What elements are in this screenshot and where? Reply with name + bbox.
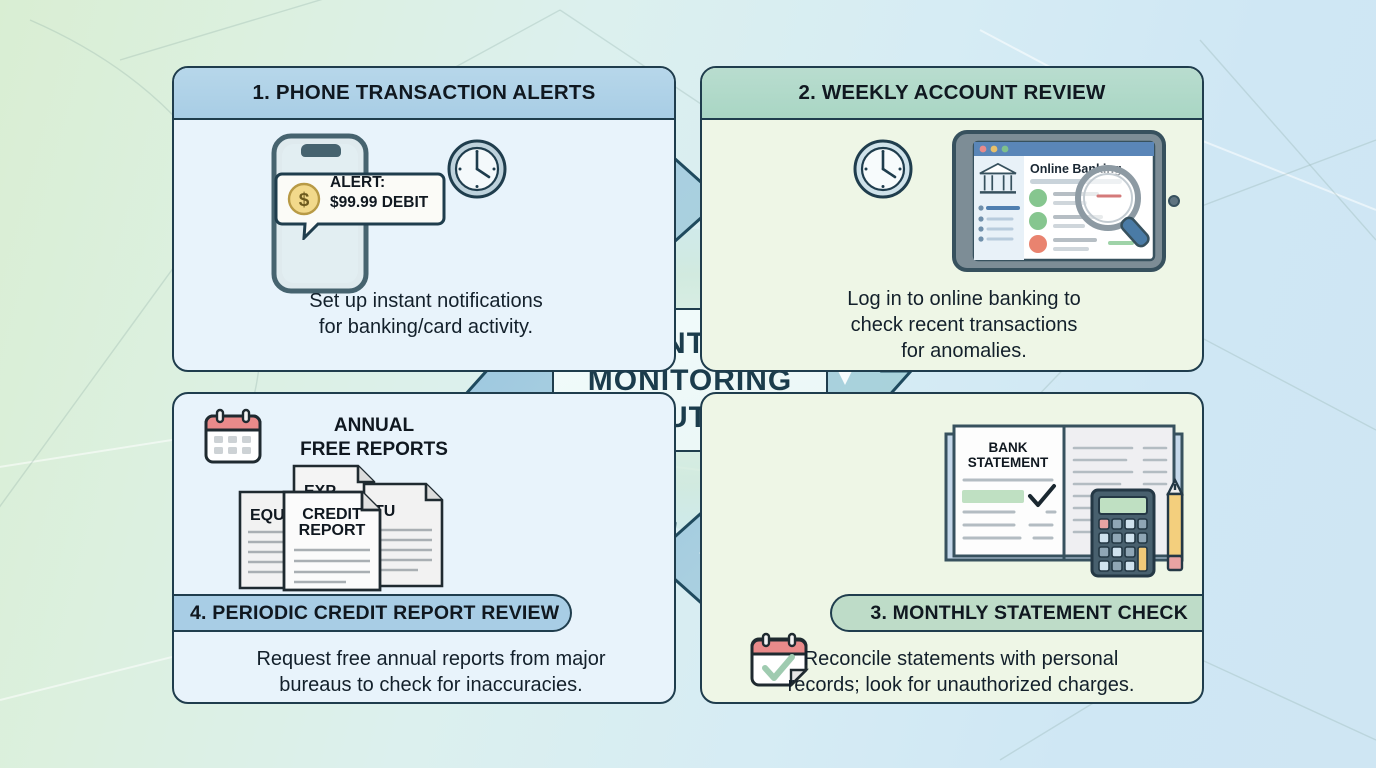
alert-text-block: ALERT: $99.99 DEBIT	[330, 173, 450, 213]
tablet-online-banking-illustration: Online Banking	[952, 130, 1180, 272]
panel3-header-label: 3. MONTHLY STATEMENT CHECK	[870, 601, 1188, 624]
alert-bubble-shape: $	[274, 172, 446, 240]
checkmark-icon	[1028, 484, 1056, 507]
alert-line-2: $99.99 DEBIT	[330, 194, 429, 211]
clock-icon	[447, 139, 507, 199]
svg-text:$: $	[299, 190, 310, 211]
clock-icon	[853, 139, 913, 199]
panel4-caption: Request free annual reports from major b…	[256, 648, 606, 696]
panel4-header-label: 4. PERIODIC CREDIT REPORT REVIEW	[190, 601, 560, 624]
panel2-header-bar: 2. WEEKLY ACCOUNT REVIEW	[702, 68, 1202, 120]
alert-line-1: ALERT:	[330, 174, 386, 191]
magnifier-icon	[1075, 165, 1150, 248]
panel-phone-transaction-alerts[interactable]: 1. PHONE TRANSACTION ALERTS $ ALERT: $99…	[172, 66, 676, 372]
panel2-caption: Log in to online banking to check recent…	[847, 288, 1081, 362]
panel1-header-label: 1. PHONE TRANSACTION ALERTS	[252, 81, 596, 104]
document-stack-icon: EQU EXP TU CREDIT REPORT	[238, 464, 444, 592]
highlighted-row	[962, 490, 1024, 503]
panel3-header-pill: 3. MONTHLY STATEMENT CHECK	[830, 594, 1202, 632]
svg-text:REPORT: REPORT	[299, 522, 366, 539]
coin-dollar-icon	[287, 182, 321, 216]
panel-periodic-credit-report-review[interactable]: 4. PERIODIC CREDIT REPORT REVIEW ANNUAL …	[172, 392, 676, 704]
panel3-caption: Reconcile statements with personal recor…	[787, 648, 1135, 696]
bank-icon	[979, 162, 1017, 194]
calculator-icon	[1090, 488, 1156, 578]
calendar-check-icon	[750, 632, 809, 688]
document-credit-report: CREDIT REPORT	[282, 490, 382, 592]
calendar-icon	[204, 408, 262, 464]
panel4-header-pill: 4. PERIODIC CREDIT REPORT REVIEW	[174, 594, 572, 632]
document-transunion: TU	[362, 482, 444, 588]
bank-statement-illustration: BANK STATEMENT	[944, 424, 1184, 578]
speech-bubble-icon	[274, 172, 446, 240]
pencil-icon	[1166, 477, 1184, 572]
panel-monthly-statement-check[interactable]: 3. MONTHLY STATEMENT CHECK BANK STATEMEN…	[700, 392, 1204, 704]
book-title-line-2: STATEMENT	[968, 455, 1049, 470]
panel-weekly-account-review[interactable]: 2. WEEKLY ACCOUNT REVIEW	[700, 66, 1204, 372]
svg-text:CREDIT: CREDIT	[302, 506, 362, 523]
annual-free-reports-label: ANNUAL FREE REPORTS	[274, 414, 474, 462]
panel1-header-bar: 1. PHONE TRANSACTION ALERTS	[174, 68, 674, 120]
panel2-header-label: 2. WEEKLY ACCOUNT REVIEW	[798, 81, 1106, 104]
reports-label-line-1: ANNUAL	[333, 415, 415, 436]
book-title-line-1: BANK	[989, 440, 1028, 455]
reports-label-line-2: FREE REPORTS	[300, 439, 448, 460]
panel1-caption: Set up instant notifications for banking…	[309, 290, 543, 338]
svg-text:EQU: EQU	[250, 507, 285, 524]
